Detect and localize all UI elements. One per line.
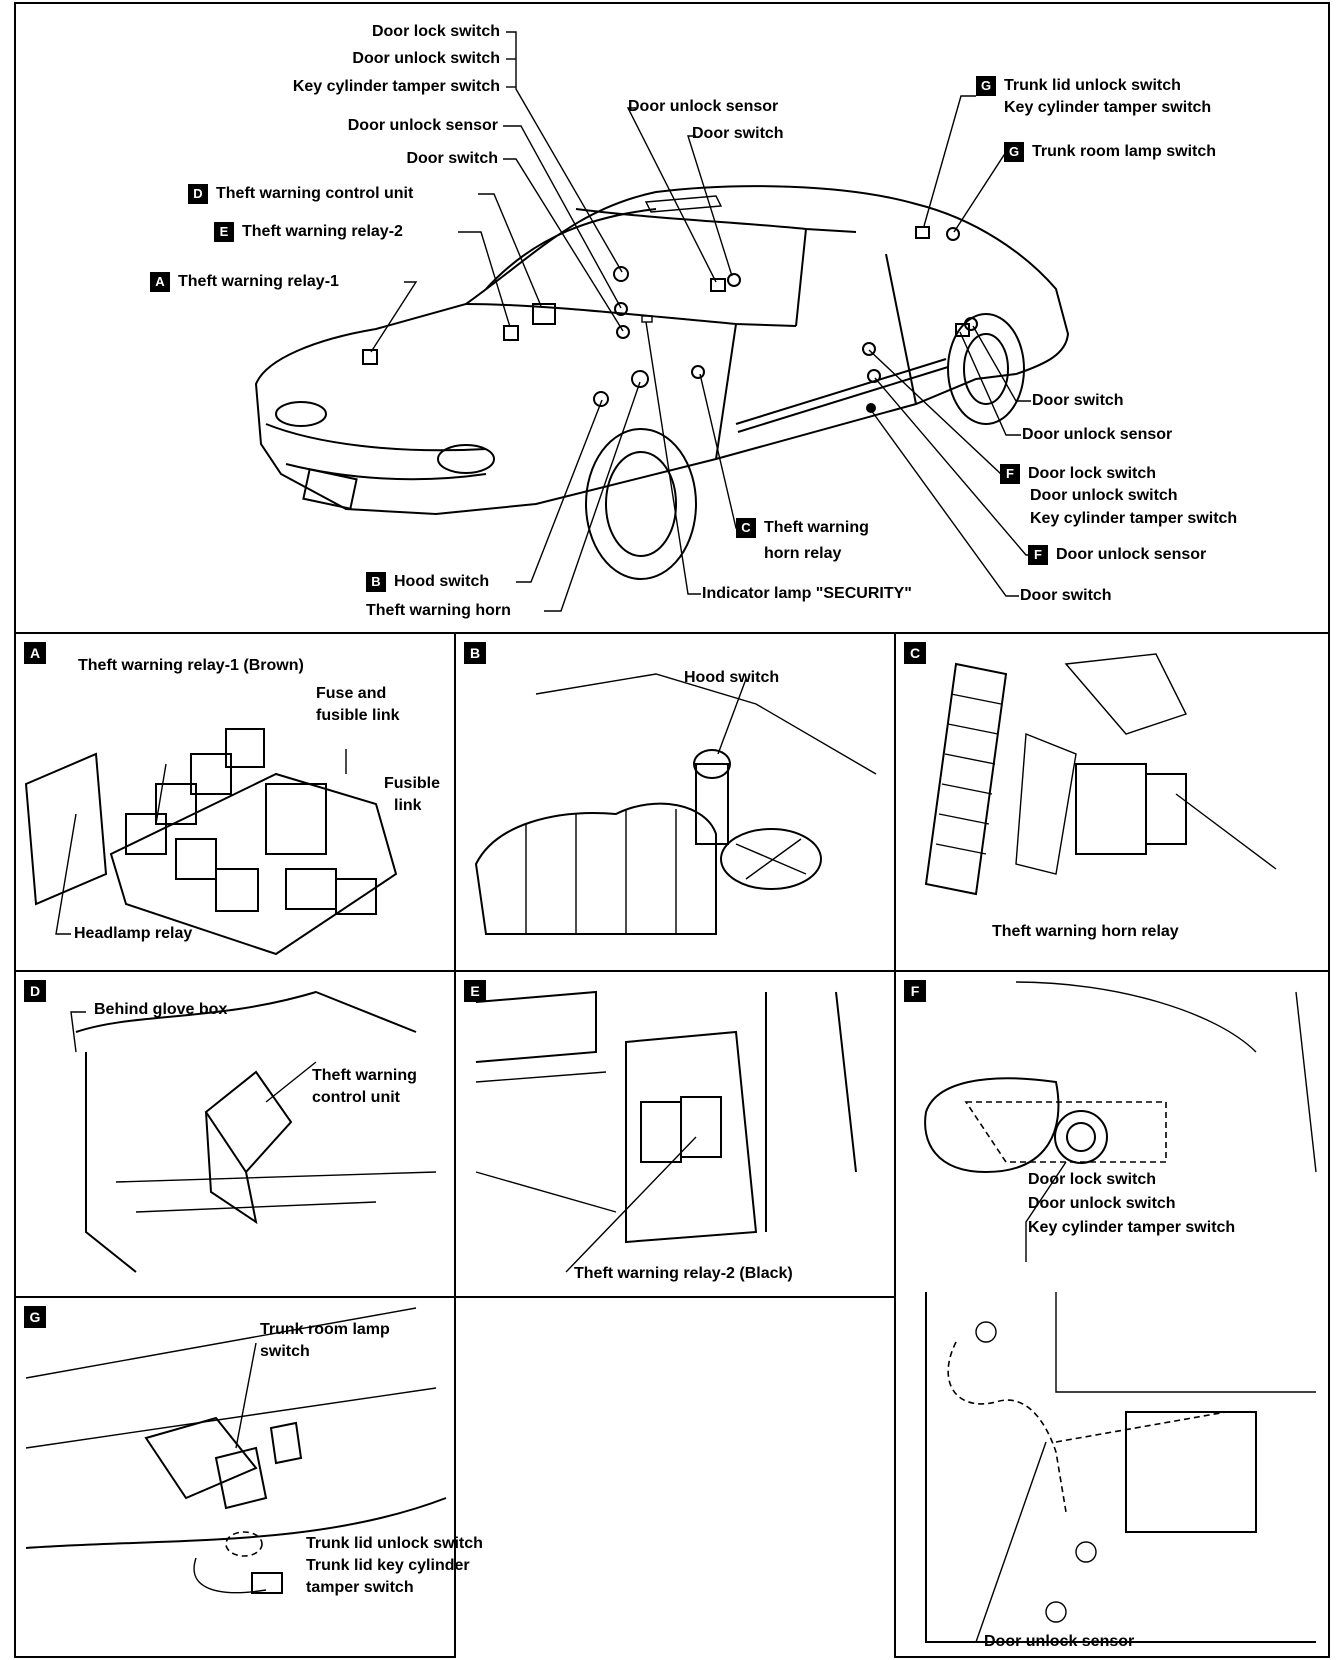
panel-f-key-cylinder-tamper-switch: Key cylinder tamper switch: [1028, 1219, 1236, 1236]
panel-a-fuse-label-1: Fuse and: [316, 685, 387, 702]
badge-g-1: G: [976, 76, 996, 96]
label-door-unlock-sensor-left: Door unlock sensor: [347, 117, 498, 134]
badge-f-2: F: [1028, 545, 1048, 565]
panel-d-badge: D: [24, 980, 46, 1002]
label-door-switch-right-2: Door switch: [1020, 587, 1112, 604]
panel-c: C Theft warning horn relay: [894, 632, 1330, 972]
panel-g-trunk-room-lamp-label-2: switch: [260, 1343, 310, 1360]
panel-d-glove-box-label: Behind glove box: [94, 1001, 228, 1018]
door-lock-illustration: [924, 981, 1317, 1643]
panel-f-badge: F: [904, 980, 926, 1002]
label-key-cylinder-tamper-switch-left: Key cylinder tamper switch: [292, 78, 500, 95]
panel-b-badge: B: [464, 642, 486, 664]
panel-d: D Behind glove box Theft warning control…: [14, 970, 456, 1298]
control-unit-illustration: [70, 990, 437, 1273]
label-door-unlock-sensor-right-1: Door unlock sensor: [1022, 426, 1173, 443]
label-trunk-key-cylinder-tamper-switch: Key cylinder tamper switch: [1004, 99, 1212, 116]
panel-g-trunk-lid-unlock-switch: Trunk lid unlock switch: [306, 1535, 483, 1552]
panel-g-key-cylinder-label-2: tamper switch: [306, 1579, 414, 1596]
panel-a-relay1-label: Theft warning relay-1 (Brown): [78, 657, 304, 674]
fuse-box-illustration: [24, 728, 398, 956]
panel-f-door-unlock-sensor: Door unlock sensor: [984, 1633, 1135, 1650]
badge-d: D: [188, 184, 208, 204]
horn-relay-illustration: [924, 653, 1277, 896]
panel-f-door-unlock-switch: Door unlock switch: [1028, 1195, 1176, 1212]
panel-f-door-lock-switch: Door lock switch: [1028, 1171, 1157, 1188]
panel-a-fusible-link-2: link: [394, 797, 422, 814]
panel-g: G Trunk room lamp switch Trunk lid unloc…: [14, 1296, 483, 1658]
label-door-unlock-switch-right: Door unlock switch: [1030, 487, 1178, 504]
panel-g-badge: G: [24, 1306, 46, 1328]
badge-e: E: [214, 222, 234, 242]
panel-b-hood-switch-label: Hood switch: [684, 669, 780, 686]
panel-b: B Hood switch: [454, 632, 896, 972]
badge-c: C: [736, 518, 756, 538]
label-door-lock-switch-left: Door lock switch: [371, 23, 500, 40]
overview-panel: Door lock switch Door unlock switch Key …: [14, 2, 1330, 634]
hood-switch-illustration: [474, 673, 877, 935]
panel-g-key-cylinder-label-1: Trunk lid key cylinder: [306, 1557, 470, 1574]
panel-d-control-unit-label-2: control unit: [312, 1089, 400, 1106]
panel-e-relay2-label: Theft warning relay-2 (Black): [574, 1265, 793, 1282]
trunk-switch-illustration: [25, 1307, 447, 1594]
label-door-switch-center: Door switch: [692, 125, 784, 142]
badge-b: B: [366, 572, 386, 592]
panel-a-headlamp-relay: Headlamp relay: [74, 925, 193, 942]
panel-a-fusible-link-1: Fusible: [384, 775, 441, 792]
panel-d-control-unit-label-1: Theft warning: [312, 1067, 417, 1084]
panel-e: E Theft warning relay-2 (Black): [454, 970, 896, 1298]
panel-c-horn-relay-label: Theft warning horn relay: [992, 923, 1179, 940]
panel-e-badge: E: [464, 980, 486, 1002]
panel-a-fuse-label-2: fusible link: [316, 707, 400, 724]
empty-panel: [454, 1296, 896, 1658]
label-door-unlock-switch-left: Door unlock switch: [352, 50, 500, 67]
label-theft-warning-horn: Theft warning horn: [366, 602, 511, 619]
label-door-switch-right-1: Door switch: [1032, 392, 1124, 409]
panel-g-trunk-room-lamp-label-1: Trunk room lamp: [260, 1321, 390, 1338]
badge-f-1: F: [1000, 464, 1020, 484]
panel-a-badge: A: [24, 642, 46, 664]
label-indicator-lamp-security: Indicator lamp "SECURITY": [702, 585, 912, 602]
badge-a: A: [150, 272, 170, 292]
badge-g-2: G: [1004, 142, 1024, 162]
car-illustration: [254, 31, 1070, 612]
panel-f: F Door lock switch Door unlock switch Ke…: [894, 970, 1330, 1658]
label-key-cylinder-tamper-switch-right: Key cylinder tamper switch: [1030, 510, 1238, 527]
label-door-unlock-sensor-center: Door unlock sensor: [628, 98, 779, 115]
panel-c-badge: C: [904, 642, 926, 664]
label-door-switch-left: Door switch: [406, 150, 498, 167]
label-horn-relay-line-2: horn relay: [764, 545, 842, 562]
relay-2-illustration: [475, 990, 857, 1273]
panel-a: A Theft warning relay-1 (Brown) Fuse and…: [14, 632, 456, 972]
